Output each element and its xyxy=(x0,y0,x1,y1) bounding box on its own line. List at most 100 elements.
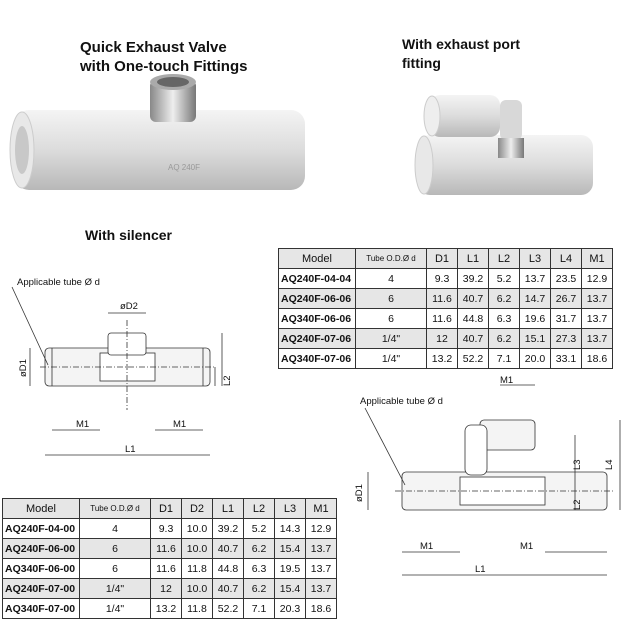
value-cell: 39.2 xyxy=(212,518,244,539)
l2-label: L2 xyxy=(222,375,233,386)
value-cell: 1/4" xyxy=(79,578,151,599)
value-cell: 44.8 xyxy=(212,558,244,579)
value-cell: 7.1 xyxy=(488,348,520,369)
value-cell: 15.4 xyxy=(274,578,306,599)
value-cell: 15.4 xyxy=(274,538,306,559)
value-cell: 1/4" xyxy=(79,598,151,619)
value-cell: 6.2 xyxy=(488,328,520,349)
port-fitting-title: With exhaust port fitting xyxy=(402,35,520,73)
column-header: Tube O.D.Ø d xyxy=(355,248,427,269)
m1-label: M1 xyxy=(420,541,433,552)
column-header: Tube O.D.Ø d xyxy=(79,498,151,519)
value-cell: 40.7 xyxy=(212,578,244,599)
value-cell: 7.1 xyxy=(243,598,275,619)
value-cell: 6.3 xyxy=(243,558,275,579)
value-cell: 6 xyxy=(355,308,427,329)
value-cell: 20.0 xyxy=(519,348,551,369)
column-header: M1 xyxy=(581,248,613,269)
value-cell: 13.7 xyxy=(305,558,337,579)
value-cell: 13.7 xyxy=(305,538,337,559)
model-cell: AQ340F-06-06 xyxy=(278,308,356,329)
column-header: L1 xyxy=(457,248,489,269)
d1-label: øD1 xyxy=(18,359,29,377)
value-cell: 10.0 xyxy=(181,518,213,539)
value-cell: 26.7 xyxy=(550,288,582,309)
column-header: L2 xyxy=(243,498,275,519)
value-cell: 11.8 xyxy=(181,558,213,579)
value-cell: 13.7 xyxy=(305,578,337,599)
model-cell: AQ240F-07-00 xyxy=(2,578,80,599)
main-title: Quick Exhaust Valve with One-touch Fitti… xyxy=(80,38,247,76)
title-line: Quick Exhaust Valve xyxy=(80,39,227,56)
model-cell: AQ340F-07-06 xyxy=(278,348,356,369)
column-header: L2 xyxy=(488,248,520,269)
l1-label: L1 xyxy=(125,444,136,455)
value-cell: 11.6 xyxy=(150,538,182,559)
value-cell: 40.7 xyxy=(457,328,489,349)
value-cell: 9.3 xyxy=(150,518,182,539)
port-fitting-valve-photo xyxy=(414,95,593,195)
tube-label: Applicable tube Ø d xyxy=(17,277,100,288)
title-line: fitting xyxy=(402,55,441,71)
value-cell: 44.8 xyxy=(457,308,489,329)
l4-label: L4 xyxy=(604,459,615,470)
m1-label: M1 xyxy=(500,375,513,386)
value-cell: 13.2 xyxy=(426,348,458,369)
value-cell: 52.2 xyxy=(457,348,489,369)
value-cell: 12 xyxy=(426,328,458,349)
value-cell: 13.7 xyxy=(519,268,551,289)
value-cell: 10.0 xyxy=(181,578,213,599)
value-cell: 15.1 xyxy=(519,328,551,349)
title-line: With exhaust port xyxy=(402,36,521,52)
value-cell: 20.3 xyxy=(274,598,306,619)
value-cell: 18.6 xyxy=(581,348,613,369)
column-header: L4 xyxy=(550,248,582,269)
value-cell: 19.6 xyxy=(519,308,551,329)
value-cell: 12 xyxy=(150,578,182,599)
column-header: Model xyxy=(2,498,80,519)
d1-label: øD1 xyxy=(354,484,365,502)
value-cell: 11.8 xyxy=(181,598,213,619)
value-cell: 13.7 xyxy=(581,308,613,329)
value-cell: 6.3 xyxy=(488,308,520,329)
l1-label: L1 xyxy=(475,564,486,575)
silencer-valve-photo: AQ 240F xyxy=(9,74,305,190)
value-cell: 31.7 xyxy=(550,308,582,329)
value-cell: 1/4" xyxy=(355,348,427,369)
column-header: D1 xyxy=(150,498,182,519)
value-cell: 11.6 xyxy=(426,288,458,309)
value-cell: 13.7 xyxy=(581,328,613,349)
model-cell: AQ340F-06-00 xyxy=(2,558,80,579)
value-cell: 4 xyxy=(79,518,151,539)
column-header: L1 xyxy=(212,498,244,519)
port-fitting-dimension-drawing: M1 Applicable tube Ø d L3 L4 L2 øD1 M1 M… xyxy=(354,375,621,576)
value-cell: 11.6 xyxy=(426,308,458,329)
m1-label: M1 xyxy=(520,541,533,552)
value-cell: 40.7 xyxy=(457,288,489,309)
silencer-dimension-drawing: Applicable tube Ø d øD2 øD1 L3 L2 M1 M1 … xyxy=(11,277,233,456)
column-header: L3 xyxy=(274,498,306,519)
value-cell: 12.9 xyxy=(305,518,337,539)
value-cell: 23.5 xyxy=(550,268,582,289)
value-cell: 6 xyxy=(79,538,151,559)
value-cell: 14.3 xyxy=(274,518,306,539)
value-cell: 6.2 xyxy=(488,288,520,309)
value-cell: 6.2 xyxy=(243,538,275,559)
model-cell: AQ240F-06-00 xyxy=(2,538,80,559)
m1-label: M1 xyxy=(76,419,89,430)
value-cell: 4 xyxy=(355,268,427,289)
column-header: L3 xyxy=(519,248,551,269)
model-cell: AQ240F-04-00 xyxy=(2,518,80,539)
value-cell: 9.3 xyxy=(426,268,458,289)
model-cell: AQ240F-06-06 xyxy=(278,288,356,309)
model-marking: AQ 240F xyxy=(168,163,200,172)
value-cell: 6 xyxy=(355,288,427,309)
value-cell: 12.9 xyxy=(581,268,613,289)
